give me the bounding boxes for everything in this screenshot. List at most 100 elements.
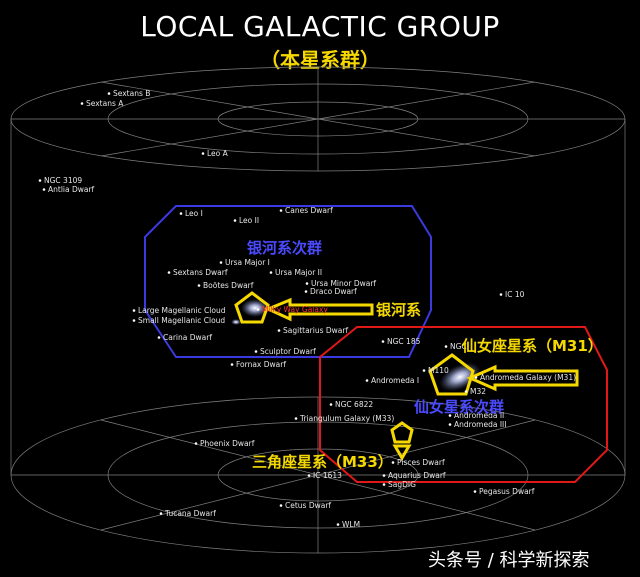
label-leo-a: Leo A xyxy=(207,149,229,158)
label-leo-ii: Leo II xyxy=(239,216,259,225)
label-tucana-dwarf: Tucana Dwarf xyxy=(164,509,216,518)
galaxy-marker-ngc-6822 xyxy=(329,403,333,406)
milky-way-label: 银河系 xyxy=(376,301,421,319)
galaxy-marker-pegasus-dwarf xyxy=(473,490,477,493)
label-m110: M110 xyxy=(428,366,449,375)
galaxy-marker-ursa-minor-dwarf xyxy=(305,282,309,285)
label-triangulum-galaxy: Triangulum Galaxy (M33) xyxy=(299,414,394,423)
galaxy-marker-ngc-3109 xyxy=(38,179,42,182)
label-leo-i: Leo I xyxy=(185,209,203,218)
andromeda-region-outline xyxy=(319,326,608,483)
galaxy-marker-m32 xyxy=(464,390,468,393)
title: LOCAL GALACTIC GROUP xyxy=(140,10,500,43)
label-ngc-6822: NGC 6822 xyxy=(335,400,373,409)
galaxy-marker-sagdig xyxy=(382,483,386,486)
galaxy-marker-ursa-major-ii xyxy=(269,271,273,274)
galaxy-marker-andromeda-iii xyxy=(448,423,452,426)
label-ngc-147: NGC xyxy=(450,342,467,351)
galaxy-marker-sextans-dwarf xyxy=(167,271,171,274)
andromeda-callout-label: 仙女座星系（M31） xyxy=(462,337,603,355)
galaxy-labels: Sextans B Sextans A Leo A NGC 3109 Antli… xyxy=(44,89,576,529)
label-wlm: WLM xyxy=(342,520,360,529)
milky-way-subgroup-label: 银河系次群 xyxy=(247,239,322,257)
label-ic-10: IC 10 xyxy=(505,290,525,299)
label-lmc: Large Magellanic Cloud xyxy=(138,306,226,315)
galaxy-marker-tucana-dwarf xyxy=(159,512,163,515)
galaxy-marker-cetus-dwarf xyxy=(279,504,283,507)
milky-way-glow xyxy=(241,299,269,317)
label-sagittarius-dwarf: Sagittarius Dwarf xyxy=(283,326,348,335)
galaxy-marker-carina-dwarf xyxy=(157,336,161,339)
label-andromeda-galaxy: Andromeda Galaxy (M31) xyxy=(480,373,576,382)
galaxy-marker-sagittarius-dwarf xyxy=(277,329,281,332)
andromeda-subgroup-label: 仙女星系次群 xyxy=(414,398,504,416)
label-milky-way-galaxy: Milky Way Galaxy xyxy=(262,305,328,314)
label-ic-1613: IC 1613 xyxy=(313,471,342,480)
galaxy-marker-antlia-dwarf xyxy=(42,188,46,191)
cylinder-walls xyxy=(10,119,626,475)
label-ngc-3109: NGC 3109 xyxy=(44,176,82,185)
label-carina-dwarf: Carina Dwarf xyxy=(163,333,212,342)
galaxy-marker-leo-a xyxy=(201,152,205,155)
galaxy-marker-phoenix-dwarf xyxy=(194,442,198,445)
galaxy-marker-triangulum-galaxy xyxy=(294,417,298,420)
galaxy-marker-bootes-dwarf xyxy=(197,284,201,287)
galaxy-marker-smc xyxy=(132,319,136,322)
label-ursa-major-ii: Ursa Major II xyxy=(275,268,322,277)
galaxy-marker-fornax-dwarf xyxy=(230,363,234,366)
galaxy-marker-m110 xyxy=(422,369,426,372)
label-sextans-dwarf: Sextans Dwarf xyxy=(173,268,228,277)
label-phoenix-dwarf: Phoenix Dwarf xyxy=(200,439,255,448)
galaxy-marker-leo-ii xyxy=(233,219,237,222)
label-sextans-a: Sextans A xyxy=(86,99,124,108)
label-m32: M32 xyxy=(470,387,486,396)
label-draco-dwarf: Draco Dwarf xyxy=(310,287,357,296)
galaxy-marker-milky-way-galaxy xyxy=(256,308,260,311)
label-cetus-dwarf: Cetus Dwarf xyxy=(285,501,331,510)
galaxy-marker-andromeda-i xyxy=(365,379,369,382)
label-sextans-b: Sextans B xyxy=(113,89,150,98)
galaxy-marker-aquarius-dwarf xyxy=(382,474,386,477)
galaxy-points xyxy=(38,92,503,526)
galaxy-marker-ursa-major-i xyxy=(219,261,223,264)
milky-way-callout xyxy=(234,291,374,324)
top-grid xyxy=(10,66,626,172)
label-ursa-minor-dwarf: Ursa Minor Dwarf xyxy=(311,279,376,288)
galaxy-marker-lmc xyxy=(132,309,136,312)
label-andromeda-iii: Andromeda III xyxy=(454,420,506,429)
label-fornax-dwarf: Fornax Dwarf xyxy=(236,360,286,369)
milky-way-region-outline xyxy=(144,205,432,358)
label-sagdig: SagDIG xyxy=(388,480,416,489)
label-aquarius-dwarf: Aquarius Dwarf xyxy=(388,471,446,480)
galaxy-marker-canes-dwarf xyxy=(279,209,283,212)
galaxy-marker-pisces-dwarf xyxy=(391,461,395,464)
galaxy-marker-leo-i xyxy=(179,212,183,215)
galaxy-marker-ic-1613 xyxy=(307,474,311,477)
galaxy-marker-draco-dwarf xyxy=(304,290,308,293)
galaxy-marker-sextans-b xyxy=(107,92,111,95)
label-sculptor-dwarf: Sculptor Dwarf xyxy=(260,347,316,356)
label-ngc-185: NGC 185 xyxy=(387,337,421,346)
galaxy-marker-andromeda-galaxy xyxy=(474,376,478,379)
galaxy-marker-ngc-147 xyxy=(444,345,448,348)
bottom-grid xyxy=(10,396,626,554)
label-pegasus-dwarf: Pegasus Dwarf xyxy=(479,487,535,496)
label-smc: Small Magellanic Cloud xyxy=(138,316,225,325)
label-bootes-dwarf: Boötes Dwarf xyxy=(203,281,254,290)
triangulum-callout-label: 三角座星系（M33） xyxy=(252,453,393,471)
galaxy-marker-ic-10 xyxy=(499,293,503,296)
galaxy-marker-ngc-185 xyxy=(381,340,385,343)
galaxy-marker-sextans-a xyxy=(80,102,84,105)
label-canes-dwarf: Canes Dwarf xyxy=(285,206,333,215)
galaxy-marker-andromeda-ii xyxy=(448,414,452,417)
label-antlia-dwarf: Antlia Dwarf xyxy=(48,185,95,194)
galaxy-marker-wlm xyxy=(336,523,340,526)
label-andromeda-ii: Andromeda II xyxy=(454,411,504,420)
lmc-glow xyxy=(231,319,241,325)
label-andromeda-i: Andromeda I xyxy=(371,376,419,385)
label-pisces-dwarf: Pisces Dwarf xyxy=(397,458,445,467)
label-ursa-major-i: Ursa Major I xyxy=(225,258,270,267)
galaxy-marker-sculptor-dwarf xyxy=(254,350,258,353)
triangulum-callout xyxy=(390,421,414,461)
